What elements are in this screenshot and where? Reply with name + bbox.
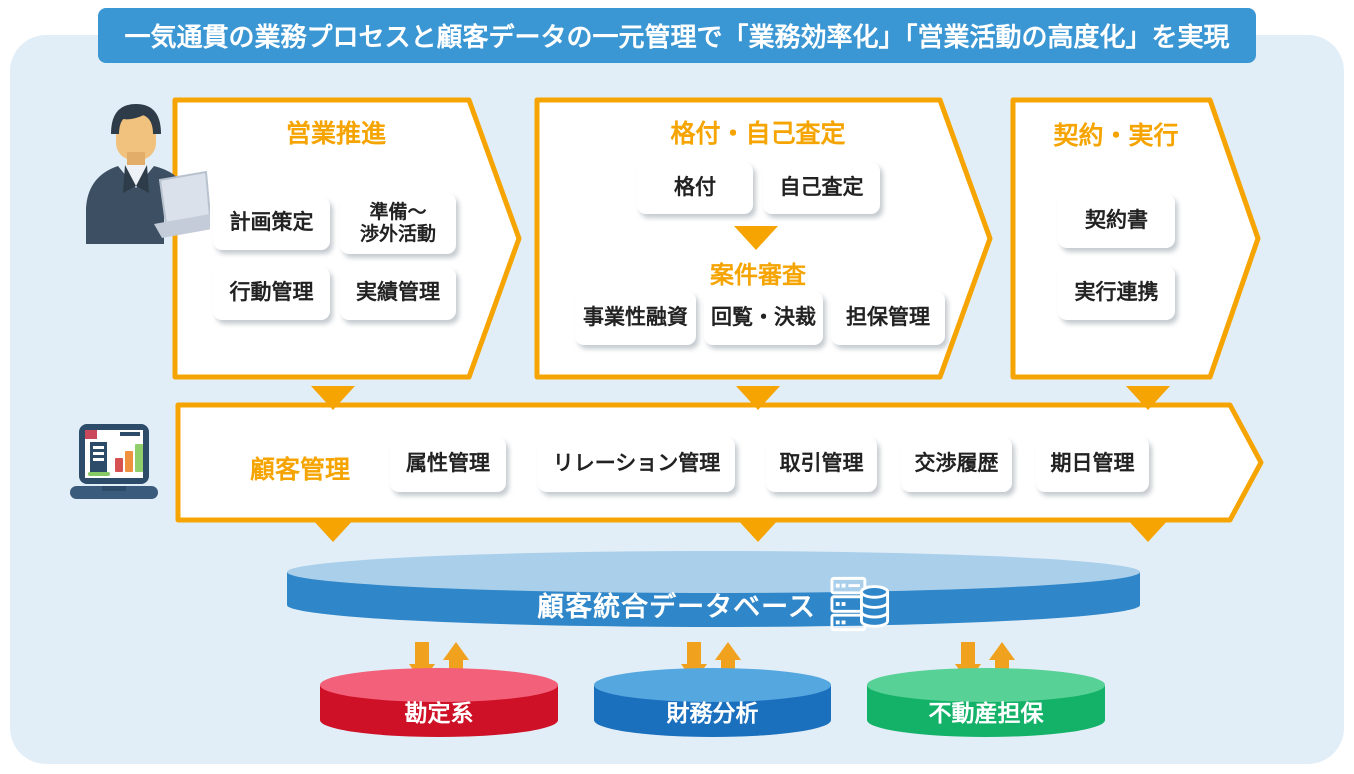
header-title: 一気通貫の業務プロセスと顧客データの一元管理で「業務効率化」「営業活動の高度化」… — [124, 22, 1230, 52]
process-box: 回覧・決裁 — [704, 291, 823, 345]
process-box: 取引管理 — [766, 437, 877, 492]
process-box: 行動管理 — [213, 267, 330, 320]
cylinder-top — [320, 668, 558, 702]
db-label: 顧客統合データベース — [537, 591, 816, 622]
cylinder-top — [594, 668, 831, 702]
process-box: 格付 — [637, 162, 753, 214]
down-triangle-icon — [311, 386, 355, 410]
sub-stage-title: 案件審査 — [710, 262, 806, 289]
cylinder-top — [867, 668, 1105, 702]
database-server-icon — [830, 576, 889, 631]
db-cylinder-top — [287, 551, 1140, 593]
process-box: 担保管理 — [831, 291, 945, 345]
down-triangle-icon — [734, 226, 778, 250]
down-triangle-icon — [1126, 518, 1170, 542]
stage-title: 契約・実行 — [1053, 122, 1179, 150]
businessman-laptop-icon — [86, 104, 210, 244]
down-triangle-icon — [736, 386, 780, 410]
down-triangle-icon — [1126, 386, 1170, 410]
process-box: 事業性融資 — [575, 291, 696, 345]
stage-title: 格付・自己査定 — [670, 120, 846, 148]
process-box: 計画策定 — [213, 197, 330, 250]
process-box: リレーション管理 — [538, 437, 735, 492]
down-triangle-icon — [311, 518, 355, 542]
system-label: 勘定系 — [404, 700, 474, 726]
process-box: 交渉履歴 — [901, 437, 1012, 492]
stage-title: 営業推進 — [285, 120, 386, 148]
process-box: 実行連携 — [1058, 266, 1175, 320]
process-box: 準備〜 渉外活動 — [340, 193, 456, 254]
header-banner: 一気通貫の業務プロセスと顧客データの一元管理で「業務効率化」「営業活動の高度化」… — [98, 8, 1256, 63]
process-box: 自己査定 — [763, 162, 880, 214]
band-title: 顧客管理 — [249, 456, 350, 484]
process-box: 期日管理 — [1036, 437, 1149, 492]
process-box: 実績管理 — [340, 267, 456, 320]
laptop-analytics-icon — [70, 424, 158, 499]
db-label-row: 顧客統合データベース — [287, 576, 1140, 631]
process-box: 属性管理 — [390, 437, 506, 492]
system-label: 不動産担保 — [928, 700, 1044, 726]
process-box: 契約書 — [1058, 194, 1175, 248]
down-triangle-icon — [736, 518, 780, 542]
system-label: 財務分析 — [666, 700, 759, 726]
